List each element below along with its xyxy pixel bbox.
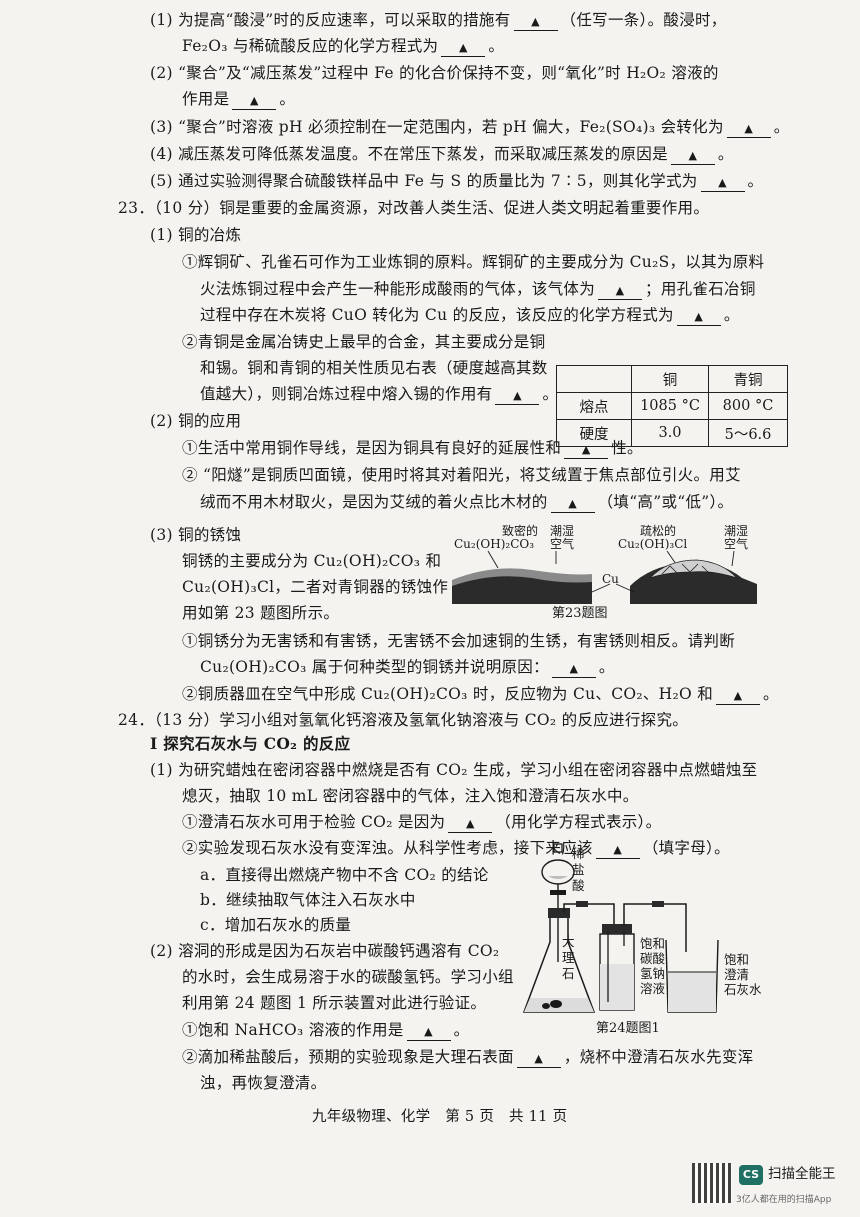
answer-blank[interactable] bbox=[700, 175, 745, 192]
q23-1-2-line3: 值越大），则铜冶炼过程中熔入锡的作用有。 bbox=[200, 383, 558, 405]
fig23-label-air1: 空气 bbox=[550, 536, 574, 551]
fig23-label-carbonate: Cu₂(OH)₂CO₃ bbox=[454, 537, 534, 551]
q24-1-line2: 熄灭，抽取 10 mL 密闭容器中的气体，注入饱和澄清石灰水中。 bbox=[182, 787, 639, 805]
q22-2-line1: (2) “聚合”及“减压蒸发”过程中 Fe 的化合价保持不变，则“氧化”时 H₂… bbox=[150, 64, 719, 82]
figure-23-corrosion: 致密的 Cu₂(OH)₂CO₃ 潮湿 空气 疏松的 Cu₂(OH)₃Cl 潮湿 … bbox=[452, 524, 757, 620]
q22-1-line1: (1) 为提高“酸浸”时的反应速率，可以采取的措施有（任写一条）。酸浸时， bbox=[150, 9, 727, 31]
answer-blank[interactable] bbox=[406, 1024, 451, 1041]
q23-3-2: ②铜质器皿在空气中形成 Cu₂(OH)₂CO₃ 时，反应物为 Cu、CO₂、H₂… bbox=[182, 683, 779, 705]
figure-24-apparatus: 稀 盐 酸 大 理 石 饱和 碳酸 氢钠 溶液 饱和 澄清 石灰水 第24题图1 bbox=[522, 843, 762, 1036]
figure-24-caption: 第24题图1 bbox=[596, 1021, 660, 1036]
q22-4: (4) 减压蒸发可降低蒸发温度。不在常压下蒸发，而采取减压蒸发的原因是。 bbox=[150, 143, 734, 165]
fig23-label-chloride: Cu₂(OH)₃Cl bbox=[618, 537, 687, 551]
fig23-label-humid1: 潮湿 bbox=[550, 524, 574, 538]
q24-2-line3: 利用第 24 题图 1 所示装置对此进行验证。 bbox=[182, 994, 487, 1012]
camscanner-logo: CS bbox=[739, 1165, 763, 1185]
figure-23-caption: 第23题图 bbox=[552, 606, 608, 620]
fig24-label-marble-2: 理 bbox=[562, 950, 575, 965]
fig24-label-bicarb-2: 碳酸 bbox=[640, 951, 666, 966]
answer-blank[interactable] bbox=[716, 688, 761, 705]
table-row: 铜 青铜 bbox=[556, 365, 788, 393]
fig24-label-bicarb-1: 饱和 bbox=[640, 936, 665, 951]
q24-1-line1: (1) 为研究蜡烛在密闭容器中燃烧是否有 CO₂ 生成，学习小组在密闭容器中点燃… bbox=[150, 761, 758, 779]
q23-3-1-line2: Cu₂(OH)₂CO₃ 属于何种类型的铜锈并说明原因：。 bbox=[200, 656, 615, 678]
fig24-label-acid-1: 稀 bbox=[572, 846, 585, 861]
fig24-label-lime-1: 饱和 bbox=[724, 952, 749, 967]
answer-blank[interactable] bbox=[595, 842, 640, 859]
fig23-label-dense: 致密的 bbox=[502, 524, 538, 538]
q23-3-line1: 铜锈的主要成分为 Cu₂(OH)₂CO₃ 和 bbox=[182, 552, 442, 570]
qr-code-icon bbox=[692, 1163, 732, 1203]
camscanner-tagline: 3亿人都在用的扫描App bbox=[736, 1195, 832, 1205]
answer-blank[interactable] bbox=[550, 496, 595, 513]
answer-blank[interactable] bbox=[513, 14, 558, 31]
q22-3: (3) “聚合”时溶液 pH 必须控制在一定范围内，若 pH 偏大，Fe₂(SO… bbox=[150, 116, 790, 138]
q23-3-line2: Cu₂(OH)₃Cl，二者对青铜器的锈蚀作 bbox=[182, 578, 449, 596]
fig24-label-bicarb-4: 溶液 bbox=[640, 981, 666, 996]
fig24-label-lime-2: 澄清 bbox=[724, 967, 749, 982]
q24-heading: 24．（13 分）学习小组对氢氧化钙溶液及氢氧化钠溶液与 CO₂ 的反应进行探究… bbox=[118, 711, 689, 729]
answer-blank[interactable] bbox=[516, 1051, 561, 1068]
fig23-label-air2: 空气 bbox=[724, 536, 748, 551]
fig23-label-cu: Cu bbox=[602, 572, 619, 586]
q24-2-line2: 的水时，会生成易溶于水的碳酸氢钙。学习小组 bbox=[182, 968, 514, 986]
answer-blank[interactable] bbox=[598, 283, 643, 300]
q24-option-b: b．继续抽取气体注入石灰水中 bbox=[200, 891, 416, 909]
q24-1-2: ②实验发现石灰水没有变浑浊。从科学性考虑，接下来应该（填字母）。 bbox=[182, 837, 730, 859]
camscanner-name: 扫描全能王 bbox=[768, 1166, 836, 1182]
fig23-label-humid2: 潮湿 bbox=[724, 524, 748, 538]
answer-blank[interactable] bbox=[726, 121, 771, 138]
answer-blank[interactable] bbox=[448, 816, 493, 833]
copper-property-table: 铜 青铜 熔点 1085 °C 800 °C 硬度 3.0 5～6.6 bbox=[556, 365, 788, 447]
fig24-label-acid-3: 酸 bbox=[572, 878, 585, 893]
q23-1-title: (1) 铜的冶炼 bbox=[150, 226, 242, 244]
answer-blank[interactable] bbox=[441, 40, 486, 57]
q23-2-1: ①生活中常用铜作导线，是因为铜具有良好的延展性和性。 bbox=[182, 437, 643, 459]
fig24-label-lime-3: 石灰水 bbox=[724, 982, 762, 997]
q24-2-line1: (2) 溶洞的形成是因为石灰岩中碳酸钙遇溶有 CO₂ bbox=[150, 942, 500, 960]
q24-1-1: ①澄清石灰水可用于检验 CO₂ 是因为（用化学方程式表示）。 bbox=[182, 811, 661, 833]
q23-1-1-line2: 火法炼铜过程中会产生一种能形成酸雨的气体，该气体为；用孔雀石冶铜 bbox=[200, 278, 756, 300]
q24-option-a: a．直接得出燃烧产物中不含 CO₂ 的结论 bbox=[200, 866, 489, 884]
q23-1-2-line1: ②青铜是金属冶铸史上最早的合金，其主要成分是铜 bbox=[182, 333, 546, 351]
answer-blank[interactable] bbox=[551, 661, 596, 678]
q24-2-2-line2: 浊，再恢复澄清。 bbox=[200, 1074, 327, 1092]
q23-1-2-line2: 和锡。铜和青铜的相关性质见右表（硬度越高其数 bbox=[200, 359, 548, 377]
q23-3-1-line1: ①铜锈分为无害锈和有害锈，无害锈不会加速铜的生锈，有害锈则相反。请判断 bbox=[182, 632, 736, 650]
q24-part-I-title: Ⅰ 探究石灰水与 CO₂ 的反应 bbox=[150, 734, 351, 753]
q23-heading: 23．（10 分）铜是重要的金属资源，对改善人类生活、促进人类文明起着重要作用。 bbox=[118, 199, 710, 217]
q23-1-1-line1: ①辉铜矿、孔雀石可作为工业炼铜的原料。辉铜矿的主要成分为 Cu₂S，以其为原料 bbox=[182, 253, 765, 271]
q24-2-1: ①饱和 NaHCO₃ 溶液的作用是。 bbox=[182, 1019, 469, 1041]
q22-2-line2: 作用是。 bbox=[182, 88, 295, 110]
q23-1-1-line3: 过程中存在木炭将 CuO 转化为 Cu 的反应，该反应的化学方程式为。 bbox=[200, 304, 740, 326]
answer-blank[interactable] bbox=[670, 148, 715, 165]
q23-3-line3: 用如第 23 题图所示。 bbox=[182, 604, 340, 622]
q23-2-2-line1: ② “阳燧”是铜质凹面镜，使用时将其对着阳光，将艾绒置于焦点部位引火。用艾 bbox=[182, 466, 741, 484]
q22-5: (5) 通过实验测得聚合硫酸铁样品中 Fe 与 S 的质量比为 7∶5，则其化学… bbox=[150, 170, 763, 192]
answer-blank[interactable] bbox=[564, 442, 609, 459]
fig24-label-bicarb-3: 氢钠 bbox=[640, 966, 665, 981]
fig24-label-marble-3: 石 bbox=[562, 966, 575, 981]
fig24-label-acid-2: 盐 bbox=[572, 862, 585, 877]
fig23-label-loose: 疏松的 bbox=[640, 524, 676, 538]
page-footer: 九年级物理、化学 第 5 页 共 11 页 bbox=[312, 1109, 568, 1125]
q24-2-2-line1: ②滴加稀盐酸后，预期的实验现象是大理石表面，烧杯中澄清石灰水先变浑 bbox=[182, 1046, 753, 1068]
q23-2-2-line2: 绒而不用木材取火，是因为艾绒的着火点比木材的（填“高”或“低”）。 bbox=[200, 491, 733, 513]
answer-blank[interactable] bbox=[495, 388, 540, 405]
answer-blank[interactable] bbox=[232, 93, 277, 110]
q24-option-c: c．增加石灰水的质量 bbox=[200, 916, 352, 934]
q22-1-line2: Fe₂O₃ 与稀硫酸反应的化学方程式为。 bbox=[182, 35, 504, 57]
q23-3-title: (3) 铜的锈蚀 bbox=[150, 526, 242, 544]
table-row: 熔点 1085 °C 800 °C bbox=[556, 392, 788, 420]
answer-blank[interactable] bbox=[676, 309, 721, 326]
q23-2-title: (2) 铜的应用 bbox=[150, 412, 242, 430]
fig24-label-marble-1: 大 bbox=[562, 934, 575, 949]
